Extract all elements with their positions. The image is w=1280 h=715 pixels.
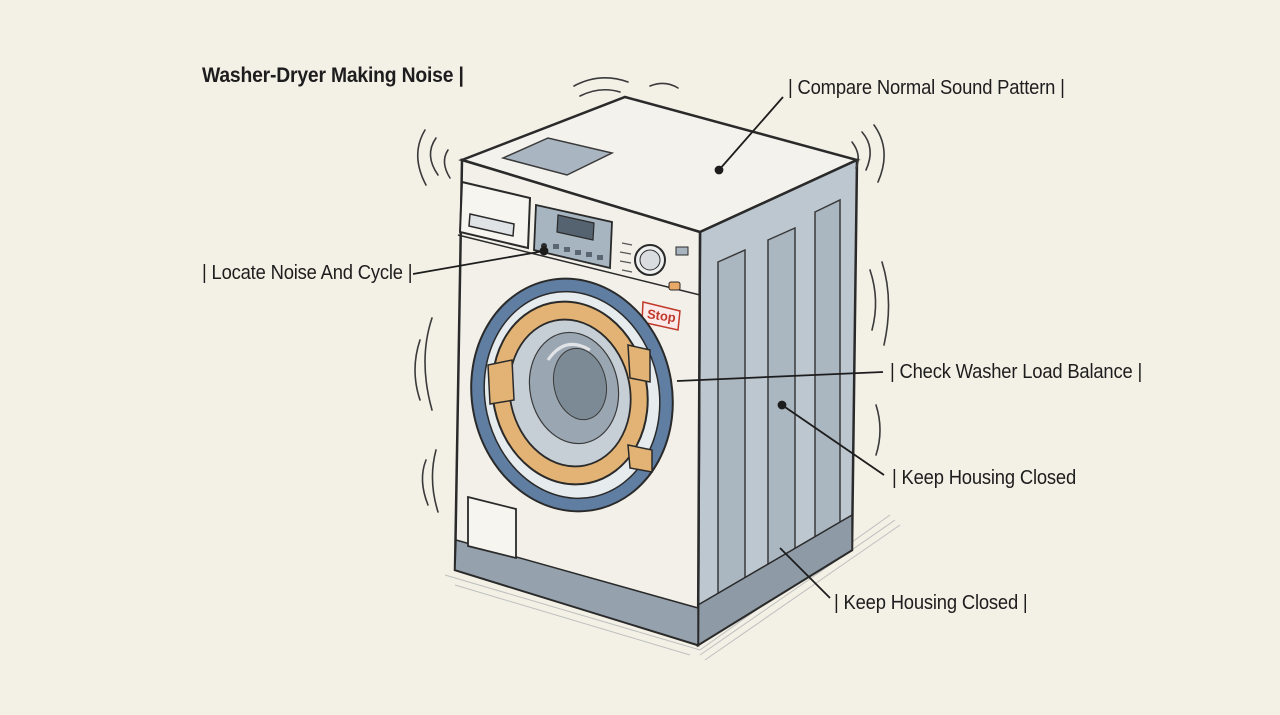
leader-locate: [412, 250, 545, 275]
top-lid: [500, 137, 615, 176]
vibration-marks: [414, 77, 890, 513]
callout-locate-noise: | Locate Noise And Cycle |: [202, 262, 413, 284]
program-knob: [619, 242, 689, 291]
leader-locate-dot: [539, 246, 549, 256]
callout-keep-housing-closed-1: | Keep Housing Closed: [892, 467, 1077, 489]
front-base-band: [454, 539, 699, 647]
leader-compare: [718, 96, 784, 171]
leader-housing-1-dot: [777, 400, 787, 410]
leader-housing-2: [779, 547, 831, 599]
control-panel-divider: [457, 234, 701, 296]
detergent-drawer: [458, 180, 532, 250]
callout-compare-normal-sound: | Compare Normal Sound Pattern |: [788, 77, 1065, 99]
leader-compare-dot: [714, 165, 724, 175]
filter-hatch: [467, 495, 517, 560]
leader-balance: [676, 371, 884, 382]
stop-label: Stop: [646, 306, 677, 325]
callout-check-load-balance: | Check Washer Load Balance |: [890, 361, 1143, 383]
callout-leader-lines: [412, 96, 885, 599]
diagram-title: Washer-Dryer Making Noise |: [202, 64, 464, 87]
leader-housing-1: [781, 404, 885, 476]
callout-keep-housing-closed-2: | Keep Housing Closed |: [834, 592, 1028, 614]
stop-sticker: Stop: [641, 301, 681, 331]
washer-door: [470, 277, 674, 513]
